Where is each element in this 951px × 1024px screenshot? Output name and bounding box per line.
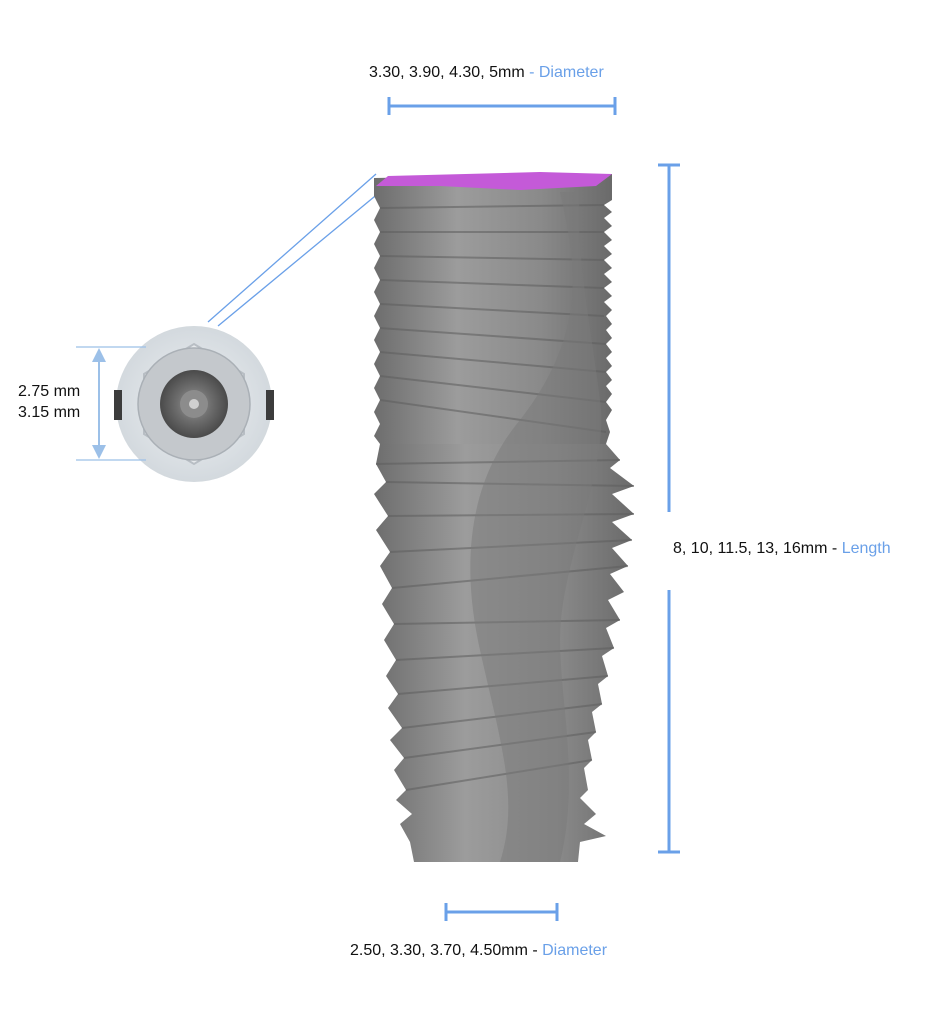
bottom-diameter-separator: - (527, 942, 543, 959)
length-separator: - (827, 540, 842, 557)
connection-size-1: 2.75 mm (18, 383, 81, 400)
bottom-diameter-dimension (444, 903, 559, 921)
top-diameter-label: 3.30, 3.90, 4.30, 5mm - Diameter (369, 64, 604, 82)
length-dimension (658, 163, 680, 854)
connection-size-2: 3.15 mm (18, 404, 81, 421)
bottom-diameter-word: Diameter (542, 942, 608, 959)
bottom-diameter-label: 2.50, 3.30, 3.70, 4.50mm - Diameter (350, 942, 607, 960)
top-diameter-values: 3.30, 3.90, 4.30, 5mm (369, 64, 525, 81)
top-diameter-separator: - (524, 64, 539, 81)
length-word: Length (841, 540, 891, 557)
connection-top-view (114, 326, 274, 482)
bottom-diameter-values: 2.50, 3.30, 3.70, 4.50mm (350, 942, 528, 959)
implant-body (374, 172, 635, 862)
callout-lines (207, 173, 381, 327)
top-diameter-word: Diameter (538, 64, 604, 81)
length-label: 8, 10, 11.5, 13, 16mm - Length (673, 540, 891, 558)
top-diameter-dimension (387, 97, 617, 115)
length-values: 8, 10, 11.5, 13, 16mm (673, 540, 828, 557)
connection-label: 2.75 mm 3.15 mm (18, 381, 80, 423)
connection-dimension (76, 346, 146, 461)
